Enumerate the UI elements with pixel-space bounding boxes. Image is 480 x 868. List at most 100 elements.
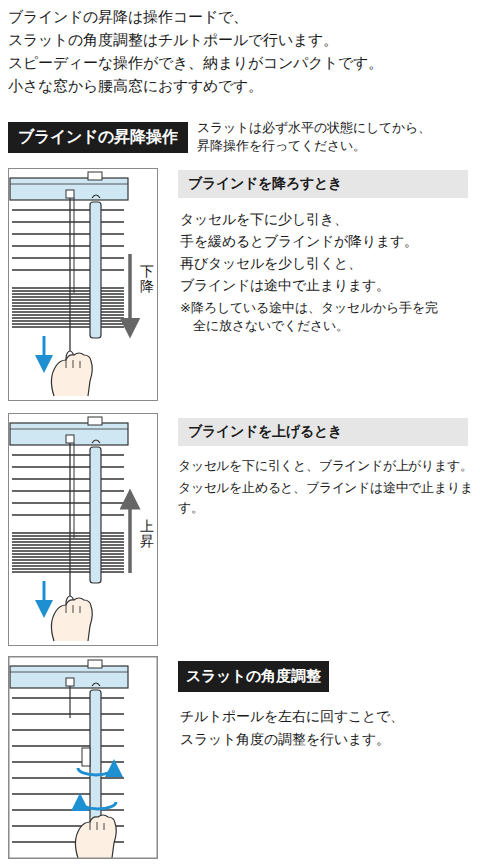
illustration-part (10, 184, 128, 185)
illustration-part (92, 440, 100, 443)
hand (51, 598, 92, 641)
step-heading: ブラインドを降ろすとき (178, 170, 468, 198)
slat (12, 454, 124, 455)
slat (12, 257, 124, 258)
instruction-text: タッセルを止めると、ブラインドは途中で止まります。 (178, 478, 478, 517)
slat-stack (12, 568, 124, 569)
illustration-frame (9, 657, 158, 859)
intro-text: ブラインドの昇降は操作コードで、 (8, 6, 468, 29)
intro-text: スピーディーな操作ができ、納まりがコンパクトです。 (8, 52, 468, 75)
head-rail (10, 178, 128, 200)
slat-stack (12, 308, 124, 309)
illustration-part (92, 683, 100, 686)
slat-stack (12, 553, 124, 554)
slat-stack (12, 532, 124, 533)
slat-stack (12, 293, 124, 294)
slat-stack (12, 550, 124, 551)
illustration-part (88, 660, 102, 668)
instruction-text: タッセルを下に引くと、ブラインドが上がります。 (178, 456, 478, 476)
motion-arrow (128, 254, 132, 328)
slat (12, 713, 124, 714)
slat (12, 233, 124, 234)
tilt-pole (90, 447, 101, 583)
caution-note: ※降ろしている途中は、タッセルから手を完全に放さないでください。 (180, 299, 438, 335)
illustration-part (66, 435, 74, 443)
direction-label: 下降 (140, 264, 154, 295)
slat-stack (12, 299, 124, 300)
illustration-part (90, 822, 104, 830)
slat (12, 490, 124, 491)
slat (12, 745, 124, 746)
instruction-text: スラット角度の調整を行います。 (180, 729, 476, 750)
head-rail (10, 423, 128, 445)
slat-stack (12, 317, 124, 318)
heading-text: スラットの角度調整 (186, 667, 321, 686)
slat-stack (12, 547, 124, 548)
slat-stack (12, 311, 124, 312)
hand (51, 353, 92, 396)
slat (12, 793, 124, 794)
motion-arrow (128, 499, 132, 573)
illustration-part (74, 198, 75, 293)
slat (12, 269, 124, 270)
slat-stack (12, 287, 124, 288)
operation-cord (69, 198, 70, 353)
heading-text: ブラインドを降ろすとき (188, 175, 342, 193)
slat (12, 502, 124, 503)
slat (12, 514, 124, 515)
illustration-part (88, 172, 102, 180)
slat (12, 729, 124, 730)
illustration-part (82, 748, 90, 766)
slat-stack (12, 535, 124, 536)
slat-stack (12, 302, 124, 303)
instruction-text: ブラインドは途中で止まります。 (180, 275, 476, 295)
heading-text: ブラインドの昇降操作 (18, 127, 178, 148)
slat (12, 209, 124, 210)
slat-stack (12, 541, 124, 542)
slat (12, 245, 124, 246)
motion-arrow (43, 581, 46, 609)
motion-arrow (43, 336, 46, 364)
instruction-text: タッセルを下に少し引き、 (180, 209, 476, 229)
illustration-part (66, 605, 80, 613)
slat (12, 697, 124, 698)
slat-stack (12, 538, 124, 539)
slat-stack (12, 571, 124, 572)
slat-stack (12, 544, 124, 545)
illustration-part (66, 678, 74, 686)
section-heading: スラットの角度調整 (178, 661, 329, 692)
illustration-part (92, 195, 100, 198)
slat (12, 478, 124, 479)
intro-text: スラットの角度調整はチルトポールで行います。 (8, 29, 468, 52)
slat-stack (12, 320, 124, 321)
hand (75, 815, 116, 858)
illustration-part (88, 417, 102, 425)
slat-stack (12, 296, 124, 297)
illustration-part (66, 360, 80, 368)
slat-stack (12, 556, 124, 557)
step-heading: ブラインドを上げるとき (178, 418, 468, 446)
illustration-part (10, 429, 128, 430)
slat-stack (12, 314, 124, 315)
head-rail (10, 666, 128, 688)
illustration-part (69, 686, 70, 718)
illustration-part (12, 288, 124, 328)
slat-stack (12, 323, 124, 324)
section-heading: ブラインドの昇降操作 (8, 122, 188, 153)
tilt-pole (90, 202, 101, 338)
illustration-part (10, 672, 128, 673)
slat-stack (12, 565, 124, 566)
slat (12, 761, 124, 762)
slat (12, 777, 124, 778)
tilt-pole (90, 690, 101, 834)
intro-text: 小さな窓から腰高窓におすすめです。 (8, 75, 468, 98)
slat-stack (12, 562, 124, 563)
illustration-part (74, 443, 75, 538)
slat (12, 221, 124, 222)
instruction-text: チルトポールを左右に回すことで、 (180, 706, 476, 727)
illustration-part (66, 190, 74, 198)
instruction-text: 再びタッセルを少し引くと、 (180, 253, 476, 273)
rotation-arrow (80, 802, 116, 809)
slat-stack (12, 290, 124, 291)
